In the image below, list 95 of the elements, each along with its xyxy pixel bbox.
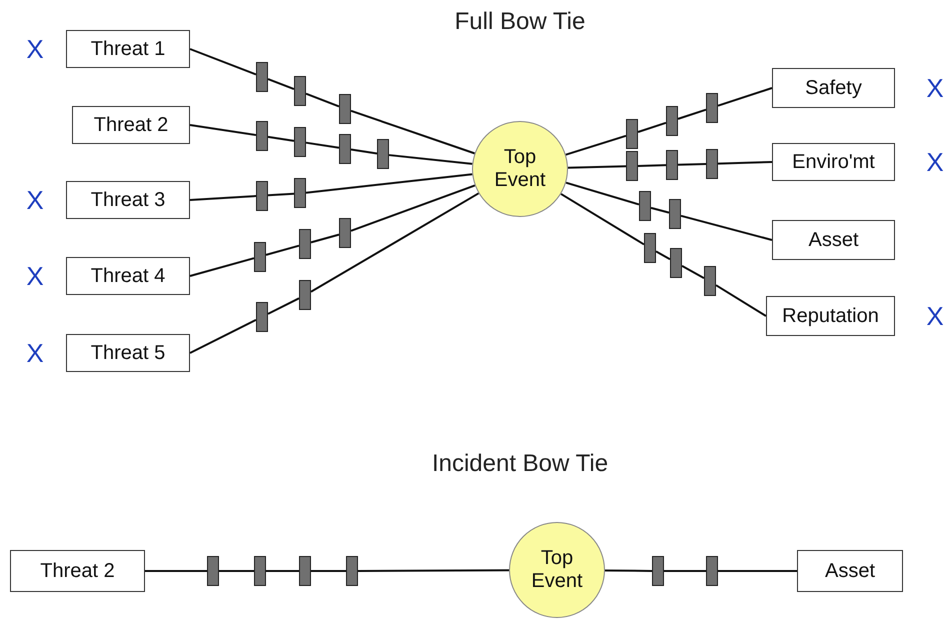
barrier-block: [254, 556, 266, 586]
process-box: Asset: [797, 550, 903, 592]
barrier-block: [639, 191, 651, 222]
barrier-block: [294, 178, 306, 208]
process-box: Threat 2: [10, 550, 145, 592]
barrier-block: [256, 180, 268, 211]
barrier-block: [377, 139, 389, 170]
barrier-block: [704, 266, 716, 296]
cross-mark: X: [26, 262, 44, 290]
barrier-block: [706, 92, 718, 123]
connector-line: [350, 184, 476, 232]
barrier-block: [644, 233, 656, 264]
connector-line: [268, 136, 294, 142]
connector-line: [664, 570, 706, 572]
process-box: Enviro'mt: [772, 143, 895, 181]
connector-line: [566, 182, 640, 206]
connector-line: [310, 192, 480, 293]
barrier-block: [669, 199, 681, 230]
process-box: Threat 1: [66, 30, 190, 68]
connector-line: [560, 193, 645, 246]
process-box: Reputation: [766, 296, 895, 336]
barrier-block: [254, 242, 266, 272]
connector-line: [388, 154, 472, 165]
barrier-block: [339, 218, 351, 248]
connector-line: [306, 142, 340, 149]
barrier-block: [670, 248, 682, 278]
connector-line: [568, 165, 626, 169]
barrier-block: [346, 556, 358, 586]
connector-line: [638, 122, 666, 133]
connector-line: [266, 570, 299, 572]
cross-mark: X: [926, 302, 944, 330]
barrier-block: [256, 120, 268, 151]
connector-line: [219, 570, 254, 572]
connector-line: [190, 195, 256, 201]
connector-line: [190, 257, 254, 277]
barrier-block: [294, 76, 306, 106]
process-box: Threat 4: [66, 257, 190, 295]
barrier-block: [299, 556, 311, 586]
process-box: Threat 3: [66, 181, 190, 219]
connector-line: [306, 173, 472, 194]
cross-mark: X: [926, 148, 944, 176]
barrier-block: [339, 134, 351, 164]
top-event-circle: Top Event: [472, 121, 568, 217]
connector-line: [718, 161, 772, 165]
barrier-block: [706, 556, 718, 586]
section-title: Incident Bow Tie: [432, 450, 608, 478]
cross-mark: X: [26, 186, 44, 214]
connector-line: [650, 206, 670, 214]
connector-line: [566, 134, 626, 156]
barrier-block: [666, 106, 678, 136]
connector-line: [638, 164, 666, 167]
barrier-block: [294, 126, 306, 157]
top-event-circle: Top Event: [509, 522, 605, 618]
barrier-block: [626, 151, 638, 182]
barrier-block: [666, 150, 678, 180]
connector-line: [715, 284, 767, 317]
connector-line: [190, 124, 256, 136]
process-box: Threat 2: [72, 106, 190, 144]
connector-line: [268, 78, 294, 90]
barrier-block: [207, 556, 219, 586]
connector-line: [190, 319, 256, 354]
cross-mark: X: [26, 35, 44, 63]
connector-line: [311, 570, 346, 572]
connector-line: [680, 214, 772, 241]
process-box: Threat 5: [66, 334, 190, 372]
barrier-block: [652, 556, 664, 586]
barrier-block: [626, 118, 638, 149]
connector-line: [718, 87, 772, 107]
connector-line: [682, 265, 704, 280]
cross-mark: X: [26, 339, 44, 367]
barrier-block: [256, 62, 268, 92]
connector-line: [266, 244, 300, 256]
connector-line: [306, 92, 340, 108]
connector-line: [656, 250, 670, 260]
connector-line: [604, 569, 652, 572]
process-box: Asset: [772, 220, 895, 260]
connector-line: [268, 192, 294, 196]
barrier-block: [256, 302, 268, 332]
connector-line: [145, 570, 207, 572]
barrier-block: [299, 280, 311, 310]
barrier-block: [339, 94, 351, 124]
barrier-block: [299, 229, 311, 260]
connector-line: [268, 297, 300, 315]
connector-line: [678, 108, 706, 120]
process-box: Safety: [772, 68, 895, 108]
section-title: Full Bow Tie: [454, 8, 586, 36]
connector-line: [350, 110, 475, 154]
connector-line: [310, 234, 340, 244]
connector-line: [358, 569, 509, 572]
connector-line: [190, 48, 256, 76]
connector-line: [350, 148, 378, 154]
connector-line: [678, 162, 706, 166]
connector-line: [718, 570, 797, 572]
cross-mark: X: [926, 74, 944, 102]
barrier-block: [706, 148, 718, 179]
